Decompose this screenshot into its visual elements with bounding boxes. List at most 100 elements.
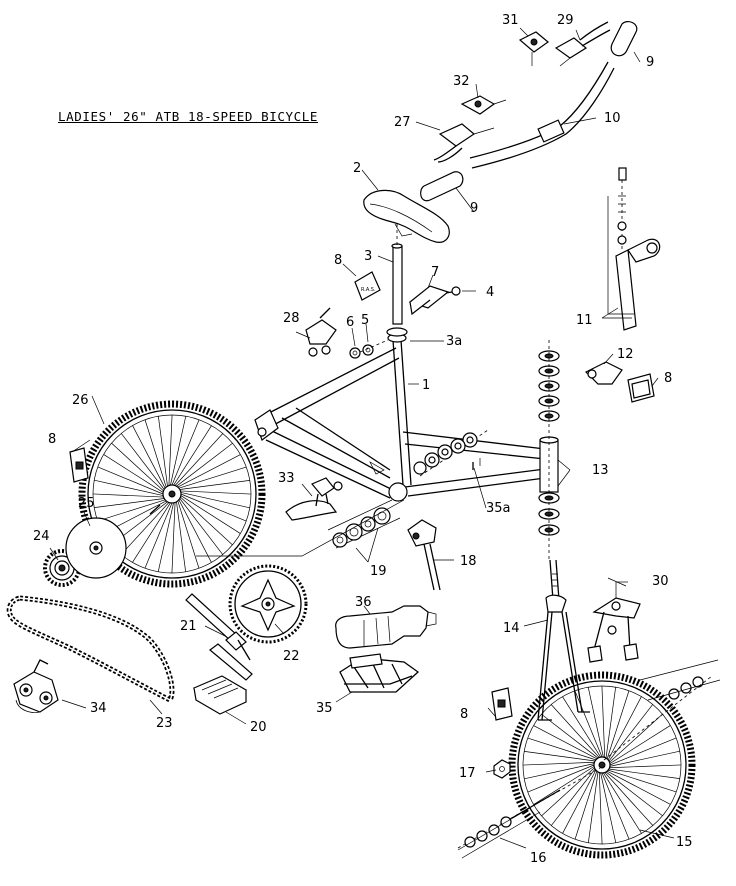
spoke <box>601 685 606 758</box>
callout-16: 16 <box>530 851 547 866</box>
callout-14: 14 <box>503 621 520 636</box>
callout-8-head: 8 <box>664 371 672 386</box>
callout-19: 19 <box>370 564 387 579</box>
spoke <box>120 433 165 490</box>
callout-33: 33 <box>278 471 295 486</box>
callout-1: 1 <box>422 378 430 393</box>
spoke <box>608 768 680 779</box>
callout-15: 15 <box>676 835 693 850</box>
callout-6: 6 <box>346 315 354 330</box>
pedal <box>192 675 248 715</box>
callout-11: 11 <box>576 313 593 328</box>
chain <box>6 595 175 704</box>
callout-21: 21 <box>180 619 197 634</box>
spoke <box>605 771 663 817</box>
decal-plate-seat: R.A.S. <box>354 271 381 301</box>
water-bottle <box>335 605 437 649</box>
callout-5: 5 <box>361 313 369 328</box>
callout-27: 27 <box>394 115 411 130</box>
front-derailleur <box>285 477 343 521</box>
spoke <box>562 696 601 758</box>
spoke <box>111 442 164 492</box>
callout-31: 31 <box>502 13 519 28</box>
callout-8-front: 8 <box>460 707 468 722</box>
callout-7: 7 <box>431 265 439 280</box>
frame <box>254 333 546 502</box>
spoke <box>132 425 166 489</box>
chainring <box>228 564 308 644</box>
callout-34: 34 <box>90 701 107 716</box>
front-hub-axle <box>457 659 721 859</box>
callout-35: 35 <box>316 701 333 716</box>
handlebar-stem <box>607 167 661 331</box>
callout-30: 30 <box>652 574 669 589</box>
spoke <box>550 704 600 758</box>
spoke <box>587 687 604 758</box>
spoke <box>180 495 241 534</box>
spoke <box>609 713 663 763</box>
spoke <box>177 500 200 569</box>
reflector-rear <box>69 447 89 483</box>
spoke <box>120 502 170 555</box>
callout-2: 2 <box>353 161 361 176</box>
rear-wheel <box>78 400 266 588</box>
callout-20: 20 <box>250 720 267 735</box>
spoke <box>180 496 233 546</box>
spoke <box>97 466 164 495</box>
spoke <box>605 687 616 759</box>
callout-23: 23 <box>156 716 173 731</box>
seat-post <box>386 200 408 337</box>
spoke <box>170 416 187 486</box>
kickstand <box>407 519 441 591</box>
brake-lever-left <box>433 123 495 163</box>
callout-9-right: 9 <box>646 55 654 70</box>
callout-13: 13 <box>592 463 609 478</box>
spoke <box>609 725 671 764</box>
spoke <box>157 502 174 572</box>
callout-32: 32 <box>453 74 470 89</box>
callout-3a: 3a <box>446 334 462 349</box>
callout-24: 24 <box>33 529 50 544</box>
spoke <box>601 772 630 840</box>
spoke <box>180 490 252 495</box>
spoke <box>92 493 164 498</box>
callout-18: 18 <box>460 554 477 569</box>
leader-lines <box>49 27 675 849</box>
callout-10: 10 <box>604 111 621 126</box>
callout-9-left: 9 <box>470 201 478 216</box>
shifter-left <box>460 95 507 115</box>
spoke <box>608 704 654 762</box>
grip-left <box>420 171 464 202</box>
spoke <box>179 498 224 555</box>
spoke <box>171 419 200 486</box>
spoke <box>173 425 212 486</box>
spoke <box>574 771 598 840</box>
spoke <box>178 466 247 489</box>
spoke <box>144 419 167 488</box>
seat-washers <box>349 339 389 359</box>
spoke <box>533 725 598 760</box>
grip-right <box>610 20 638 57</box>
callout-29: 29 <box>557 13 574 28</box>
seat-clamp <box>408 285 461 316</box>
callout-12: 12 <box>617 347 634 362</box>
callout-labels: 1 2 3 3a 4 5 6 7 8 8 8 8 9 9 10 11 12 13… <box>33 13 693 866</box>
callout-25: 25 <box>78 496 95 511</box>
spoke-protector <box>65 517 127 579</box>
spoke <box>527 737 596 761</box>
spoke <box>171 502 176 574</box>
front-derailleur-cable-parts <box>305 307 337 357</box>
callout-28: 28 <box>283 311 300 326</box>
head-tube-headset <box>538 340 560 560</box>
spoke <box>94 479 164 496</box>
spoke <box>524 751 596 762</box>
diagram-title: LADIES' 26" ATB 18-SPEED BICYCLE <box>58 109 319 124</box>
bottom-bracket-bearings <box>327 499 401 549</box>
spoke <box>524 763 595 780</box>
callout-3: 3 <box>364 249 372 264</box>
crank-arm <box>185 593 253 681</box>
spoke <box>562 769 597 834</box>
spoke <box>606 770 671 805</box>
spoke <box>550 768 596 826</box>
